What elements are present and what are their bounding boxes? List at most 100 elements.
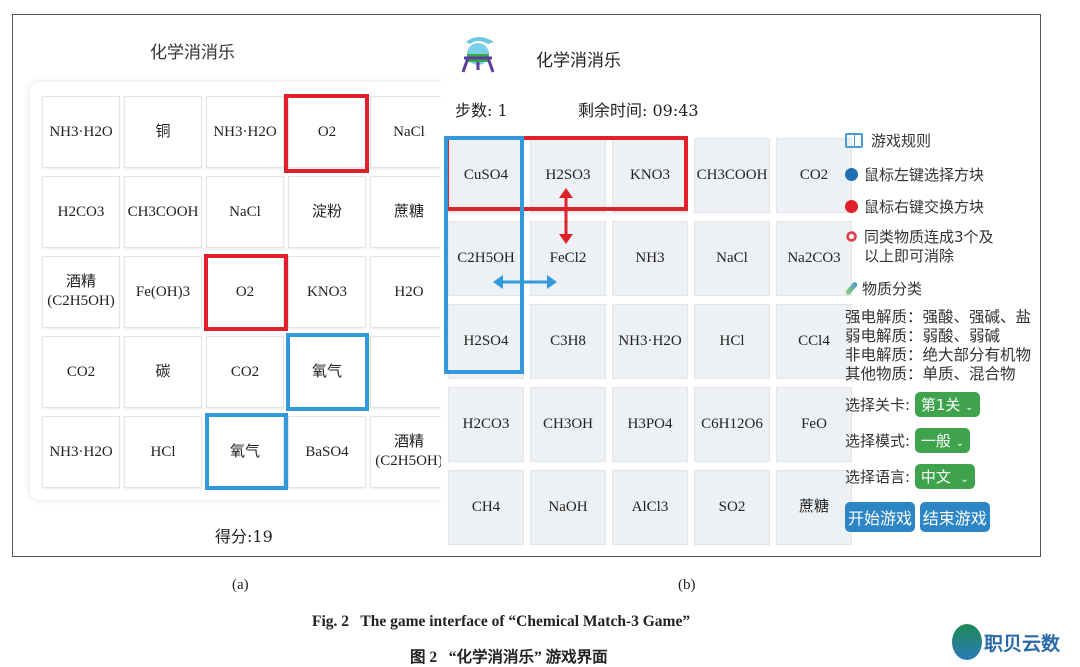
class-item: 弱电解质：弱酸、弱碱 [845,327,1001,345]
game-tile[interactable]: 蔗糖 [370,176,448,248]
game-tile[interactable]: CO2 [42,336,120,408]
game-tile[interactable]: CCl4 [776,304,852,379]
swap-highlight [286,333,369,411]
game-tile[interactable]: NH3 [612,221,688,296]
game-tile[interactable]: 氧气 [206,416,284,488]
game-tile[interactable]: NH3·H2O [42,416,120,488]
game-tile[interactable]: CH3COOH [124,176,202,248]
rules-title: 游戏规则 [871,132,932,150]
rule-text: 以上即可消除 [864,247,955,265]
game-tile[interactable]: BaSO4 [288,416,366,488]
wave-logo-icon [952,624,982,660]
game-tile[interactable]: C6H12O6 [694,387,770,462]
rule-text: 鼠标右键交换方块 [864,198,985,216]
panel-b-title: 化学消消乐 [536,51,621,71]
rule-text: 同类物质连成3个及 [864,228,994,246]
mode-value: 一般 [920,432,951,450]
game-tile[interactable]: NaCl [694,221,770,296]
game-tile[interactable]: Na2CO3 [776,221,852,296]
watermark-logo: 职贝云数 [952,624,1060,660]
class-item: 非电解质：绝大部分有机物 [845,346,1032,364]
game-tile[interactable] [370,336,448,408]
chevron-down-icon: ⌄ [965,402,974,413]
game-tile[interactable]: Fe(OH)3 [124,256,202,328]
game-tile[interactable]: KNO3 [288,256,366,328]
game-tile[interactable]: AlCl3 [612,470,688,545]
game-tile[interactable]: CH4 [448,470,524,545]
game-tile[interactable]: 碳 [124,336,202,408]
level-value: 第1关 [920,396,961,414]
rule-match: 同类物质连成3个及以上即可消除 [845,228,1065,278]
language-select[interactable]: 中文 ⌄ [914,464,975,489]
game-tile[interactable]: 酒精(C2H5OH) [42,256,120,328]
swap-highlight [205,413,288,490]
game-tile[interactable]: NaOH [530,470,606,545]
chevron-down-icon: ⌄ [955,438,965,449]
class-item: 其他物质：单质、混合物 [845,365,1016,383]
classify-header[interactable]: 物质分类 [844,278,1065,308]
game-tile[interactable]: C3H8 [530,304,606,379]
rules-header[interactable]: 游戏规则 [845,130,1065,164]
game-tile[interactable]: H2CO3 [42,176,120,248]
game-tile[interactable]: O2 [206,256,284,328]
panel-a-label: (a) [232,577,249,593]
rule-left-click: 鼠标左键选择方块 [845,164,1065,196]
target-icon [845,230,858,243]
rule-text: 鼠标左键选择方块 [864,166,985,184]
steps-counter: 步数: 1 [455,101,508,120]
game-tile[interactable]: H2O [370,256,448,328]
level-select[interactable]: 第1关 ⌄ [914,392,980,417]
game-tile[interactable]: NH3·H2O [206,96,284,168]
game-tile[interactable]: HCl [124,416,202,488]
red-dot-icon [845,200,858,213]
game-tile[interactable]: H2SO4 [448,304,524,379]
game-tile[interactable]: CH3OH [530,387,606,462]
caption-english: Fig. 2 The game interface of “Chemical M… [312,613,691,630]
level-label: 选择关卡: [845,396,911,414]
game-tile[interactable]: 蔗糖 [776,470,852,545]
game-tile[interactable]: 淀粉 [288,176,366,248]
game-tile[interactable]: 酒精(C2H5OH) [370,416,448,488]
panel-a-title: 化学消消乐 [150,43,235,63]
game-tile[interactable]: CO2 [776,138,852,213]
game-tile[interactable]: CO2 [206,336,284,408]
game-tile[interactable]: NH3·H2O [612,304,688,379]
game-tile[interactable]: SO2 [694,470,770,545]
selected-highlight [284,94,369,173]
vertical-swap-arrow-icon [559,188,573,244]
figure-frame [12,14,1041,557]
game-tile[interactable]: H3PO4 [612,387,688,462]
game-tile[interactable]: NH3·H2O [42,96,120,168]
end-game-button[interactable]: 结束游戏 [919,502,990,532]
classify-title: 物质分类 [862,280,923,298]
flask-logo-icon [461,37,495,73]
selected-column-highlight [444,136,524,374]
classification-list: 强电解质：强酸、强碱、盐 弱电解质：弱酸、弱碱 非电解质：绝大部分有机物 其他物… [845,308,1065,384]
game-tile[interactable]: 铜 [124,96,202,168]
test-tube-icon [844,281,859,296]
game-tile[interactable]: H2SO3 [530,138,606,213]
game-tile[interactable]: HCl [694,304,770,379]
language-value: 中文 [920,468,951,486]
start-game-button[interactable]: 开始游戏 [845,502,916,532]
watermark-text: 职贝云数 [984,632,1061,655]
game-tile[interactable]: NaCl [370,96,448,168]
selected-highlight [204,254,288,331]
blue-dot-icon [845,168,858,181]
book-icon [845,133,863,148]
mode-label: 选择模式: [845,432,911,450]
class-item: 强电解质：强酸、强碱、盐 [845,308,1032,326]
game-tile[interactable]: FeO [776,387,852,462]
rule-right-click: 鼠标右键交换方块 [845,196,1065,228]
panel-b-label: (b) [678,577,696,593]
horizontal-swap-arrow-icon [493,275,557,289]
time-remaining: 剩余时间: 09:43 [578,101,699,120]
game-tile[interactable]: CH3COOH [694,138,770,213]
mode-select[interactable]: 一般 ⌄ [914,428,971,453]
language-label: 选择语言: [845,468,911,486]
caption-chinese: 图 2 “化学消消乐” 游戏界面 [410,649,608,666]
chevron-down-icon: ⌄ [960,474,969,485]
game-tile[interactable]: NaCl [206,176,284,248]
score-label: 得分:19 [215,527,273,546]
game-tile[interactable]: H2CO3 [448,387,524,462]
